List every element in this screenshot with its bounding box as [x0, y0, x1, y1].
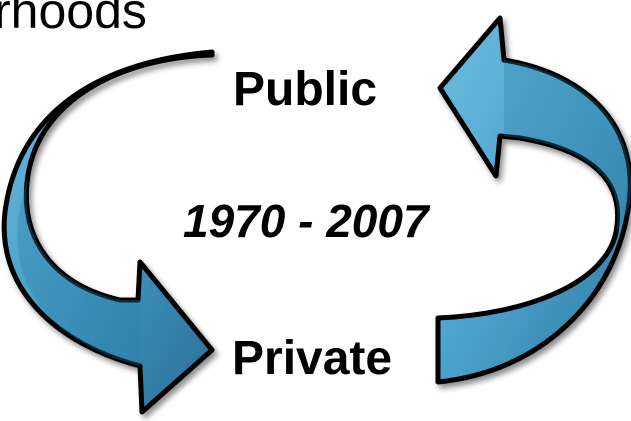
curved-arrow-up-left-icon [435, 15, 631, 385]
public-label: Public [233, 63, 378, 116]
private-label: Private [232, 332, 393, 385]
curved-arrow-down-right-icon [1, 49, 215, 415]
year-range-label: 1970 - 2007 [183, 195, 429, 247]
heading-fragment: rhoods [0, 0, 147, 39]
